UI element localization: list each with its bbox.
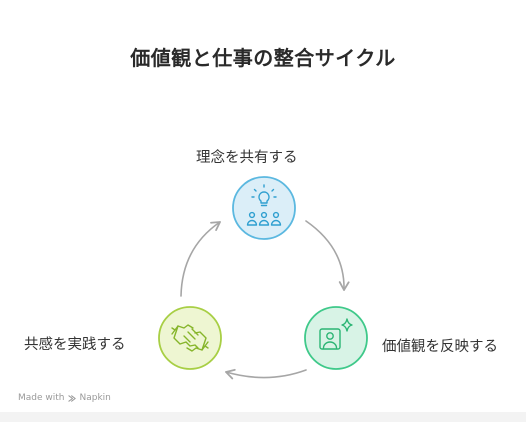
arrow-reflect-to-practice <box>225 368 307 380</box>
credit-brand: Napkin <box>79 393 111 403</box>
node-reflect <box>304 306 368 370</box>
arrow-share-to-reflect <box>305 220 350 291</box>
credit-prefix: Made with <box>18 393 65 403</box>
bottom-band <box>0 412 526 422</box>
arrow-practice-to-share <box>180 221 221 297</box>
node-practice-circle <box>158 306 222 370</box>
napkin-logo-icon <box>67 394 76 402</box>
lightbulb-team-icon <box>246 184 282 226</box>
portrait-sparkle-icon <box>319 318 353 350</box>
node-share <box>232 176 296 240</box>
node-share-circle <box>232 176 296 240</box>
node-reflect-circle <box>304 306 368 370</box>
handshake-icon <box>171 324 209 352</box>
node-practice <box>158 306 222 370</box>
stage-label-reflect: 価値観を反映する <box>382 339 498 355</box>
stage-label-share: 理念を共有する <box>196 150 298 166</box>
diagram-title: 価値観と仕事の整合サイクル <box>130 46 396 70</box>
stage-label-practice: 共感を実践する <box>24 337 126 353</box>
napkin-credit[interactable]: Made with Napkin <box>18 393 111 403</box>
